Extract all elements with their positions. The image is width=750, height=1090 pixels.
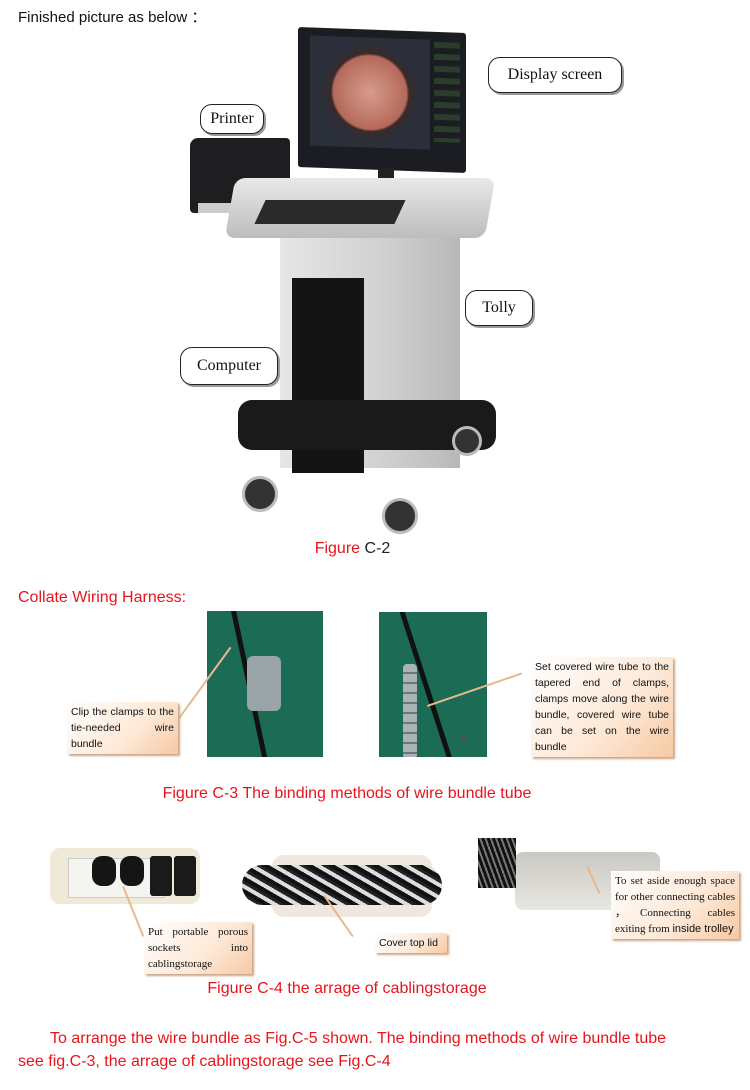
note-cover-top-lid: Cover top lid: [375, 933, 447, 953]
photo-wire-tube: ↓: [379, 612, 487, 757]
wheel: [382, 498, 418, 534]
photo-socket-box: [50, 848, 200, 904]
figure-c2-caption: Figure C-2: [314, 540, 391, 557]
callout-printer: Printer: [200, 104, 264, 134]
figure-c3-caption: Figure C-3 The binding methods of wire b…: [162, 785, 532, 802]
instruction-paragraph: To arrange the wire bundle as Fig.C-5 sh…: [18, 1030, 667, 1070]
callout-computer: Computer: [180, 347, 278, 385]
note-set-aside-space: To set aside enough space for other conn…: [611, 871, 739, 939]
photo-cable-box: [242, 855, 442, 917]
note-portable-sockets: Put portable porous sockets into cabling…: [144, 922, 252, 974]
callout-tolly: Tolly: [465, 290, 533, 326]
arrow-down-icon: ↓: [459, 724, 468, 744]
monitor-screen-image: [310, 35, 430, 150]
wheel: [242, 476, 278, 512]
photo-clamp-clip: [207, 611, 323, 757]
intro-text: Finished picture as below ：: [18, 9, 207, 26]
keyboard: [254, 200, 406, 224]
trolley-illustration: [190, 27, 500, 538]
wheel: [452, 426, 482, 456]
section-title: Collate Wiring Harness:: [18, 589, 187, 606]
note-set-wire-tube: Set covered wire tube to the tapered end…: [531, 657, 673, 757]
figure-c4-caption: Figure C-4 the arrage of cablingstorage: [207, 980, 487, 997]
monitor: [298, 27, 466, 173]
note-clip-clamps: Clip the clamps to the tie-needed wire b…: [67, 702, 178, 754]
callout-display-screen: Display screen: [488, 57, 622, 93]
